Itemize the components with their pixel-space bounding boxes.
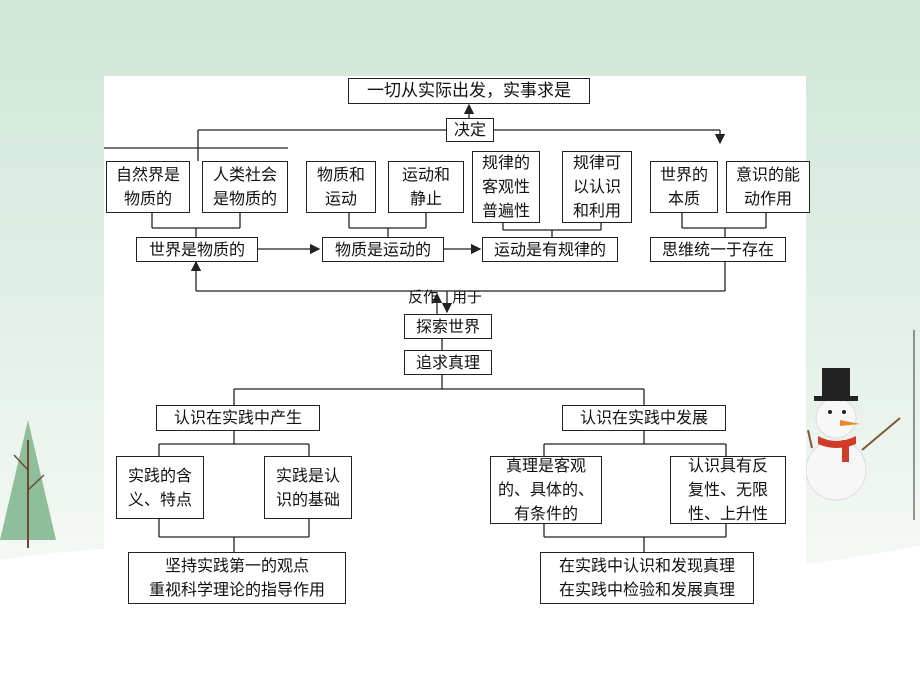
node-world-material: 世界是物质的 <box>136 237 258 262</box>
tree-icon <box>0 420 56 548</box>
node-cog-develop: 认识在实践中发展 <box>562 405 726 431</box>
node-practice-basis: 实践是认 识的基础 <box>264 456 352 519</box>
node-motion-rest: 运动和 静止 <box>388 161 464 213</box>
label-apply: 用于 <box>452 288 483 306</box>
node-thinking-identity: 思维统一于存在 <box>650 237 786 262</box>
node-law-use: 规律可 以认识 和利用 <box>562 151 632 223</box>
node-decide: 决定 <box>446 118 494 142</box>
node-society: 人类社会 是物质的 <box>202 161 288 213</box>
node-consciousness: 意识的能 动作用 <box>726 161 810 213</box>
node-nature: 自然界是 物质的 <box>106 161 190 213</box>
node-matter-motion: 物质和 运动 <box>306 161 376 213</box>
label-react: 反作 <box>408 288 439 306</box>
node-law-objective: 规律的 客观性 普遍性 <box>472 151 540 223</box>
node-practice-first: 坚持实践第一的观点 重视科学理论的指导作用 <box>128 552 346 604</box>
node-truth-objective: 真理是客观 的、具体的、 有条件的 <box>490 456 602 524</box>
node-practice-meaning: 实践的含 义、特点 <box>116 456 204 519</box>
node-top: 一切从实际出发，实事求是 <box>348 78 590 104</box>
node-cog-produce: 认识在实践中产生 <box>156 405 320 431</box>
node-world-essence: 世界的 本质 <box>650 161 718 213</box>
node-motion-law: 运动是有规律的 <box>482 237 618 262</box>
node-matter-moving: 物质是运动的 <box>322 237 444 262</box>
snowman-icon <box>805 368 901 501</box>
node-cog-repeat: 认识具有反 复性、无限 性、上升性 <box>670 456 786 524</box>
node-find-truth: 在实践中认识和发现真理 在实践中检验和发展真理 <box>540 552 754 604</box>
node-truth: 追求真理 <box>404 350 492 375</box>
node-explore: 探索世界 <box>404 314 492 339</box>
connector-lines <box>104 103 767 552</box>
